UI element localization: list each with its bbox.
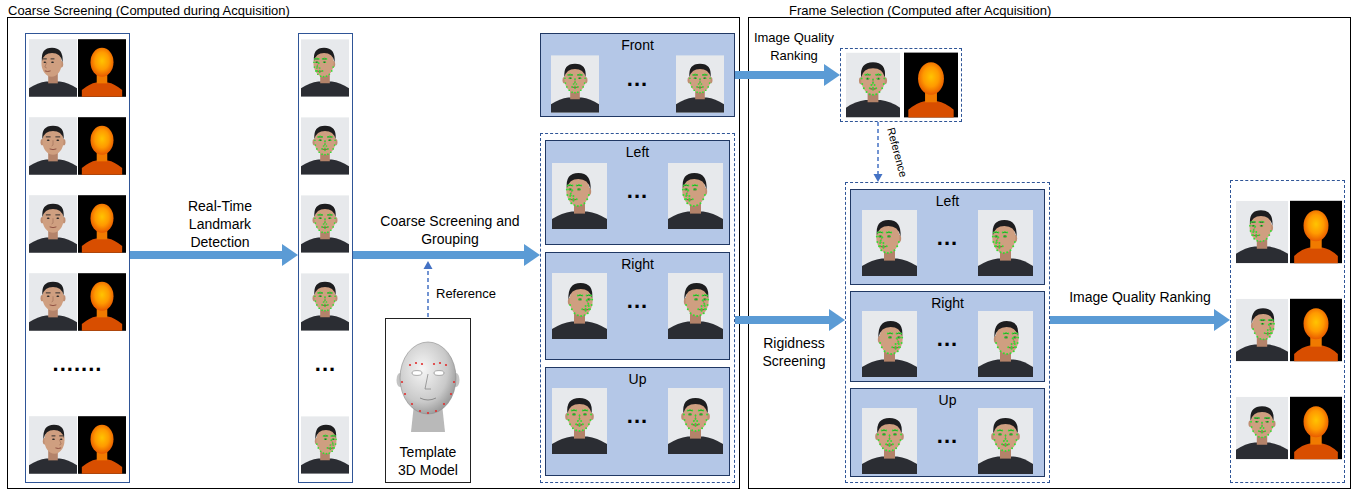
arrow-head <box>1214 309 1230 331</box>
panel-title: Coarse Screening (Computed during Acquis… <box>8 3 290 18</box>
edge-label: Coarse Screening and Grouping <box>380 213 519 247</box>
group-label: Up <box>629 371 647 387</box>
text-slot: Up <box>546 370 729 388</box>
ellipsis: ... <box>937 326 958 351</box>
group-label: Up <box>939 392 957 408</box>
edge-label-slot: Real-Time Landmark Detection <box>170 197 270 251</box>
ellipsis: ... <box>315 351 336 376</box>
ellipsis: ... <box>627 66 648 91</box>
label-slot: Reference <box>436 284 496 302</box>
text-slot: Left <box>851 192 1044 210</box>
arrow-shaft <box>353 251 525 259</box>
panel-title: Frame Selection (Computed after Acquisit… <box>789 3 1051 18</box>
edge-label: Rigidness Screening <box>762 335 825 369</box>
ellipsis: ... <box>937 423 958 448</box>
edge-label: Image Quality Ranking <box>1069 289 1211 305</box>
reference-arrow <box>874 122 883 182</box>
ellipsis: ... <box>627 178 648 203</box>
edge-label: Reference <box>885 126 910 178</box>
arrow-shaft <box>735 316 830 324</box>
arrow-head <box>829 309 845 331</box>
arrow-shaft <box>130 251 283 259</box>
ellipsis: ... <box>627 288 648 313</box>
arrow-head <box>874 174 883 182</box>
group-label: Right <box>621 256 654 272</box>
text-slot: ... <box>299 353 352 375</box>
arrow-shaft <box>1050 316 1215 324</box>
edge-label-slot: Rigidness Screening <box>750 334 838 370</box>
ellipsis: ... <box>627 403 648 428</box>
text-slot: Left <box>546 143 729 161</box>
text-slot: Template 3D Model <box>393 443 463 479</box>
text-slot: Right <box>851 294 1044 312</box>
flow-arrow <box>353 244 540 266</box>
edge-label: Image Quality Ranking <box>754 30 834 63</box>
arrow-shaft <box>735 71 825 79</box>
arrow-head <box>282 244 298 266</box>
flow-arrow <box>735 64 840 86</box>
edge-label-slot: Coarse Screening and Grouping <box>380 212 520 248</box>
flow-arrow <box>735 309 845 331</box>
frame-column: ... <box>298 33 353 483</box>
group-label: Front <box>621 37 654 53</box>
text-slot: Front <box>541 36 734 54</box>
text-slot: ....... <box>26 353 129 375</box>
text-slot: Right <box>546 255 729 273</box>
edge-label: Real-Time Landmark Detection <box>188 198 252 250</box>
group-label: Left <box>626 144 649 160</box>
reference-label: Reference <box>436 286 496 301</box>
edge-label-slot: Image Quality Ranking <box>1050 288 1230 306</box>
flow-arrow <box>1050 309 1230 331</box>
arrow-head <box>824 64 840 86</box>
box-label: Template 3D Model <box>398 444 458 478</box>
edge-label-slot: Image Quality Ranking <box>750 28 838 64</box>
text-slot: Coarse Screening (Computed during Acquis… <box>8 1 290 19</box>
text-slot: Frame Selection (Computed after Acquisit… <box>789 1 1051 19</box>
text-slot: Up <box>851 391 1044 409</box>
ellipsis: ....... <box>53 351 103 376</box>
ellipsis: ... <box>937 225 958 250</box>
arrow-shaft <box>877 122 879 175</box>
edge-label-slot: Reference <box>883 125 914 179</box>
group-label: Right <box>931 295 964 311</box>
group-label: Left <box>936 193 959 209</box>
arrow-head <box>524 244 540 266</box>
frame-column: ....... <box>25 33 130 483</box>
